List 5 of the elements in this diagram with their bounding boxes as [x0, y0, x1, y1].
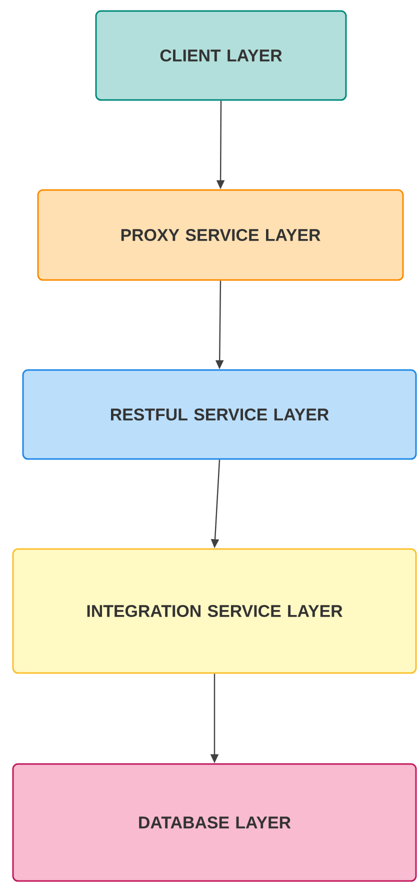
layer-box: INTEGRATION SERVICE LAYER [12, 548, 417, 674]
layer-box: CLIENT LAYER [95, 10, 347, 101]
layer-box: PROXY SERVICE LAYER [37, 189, 404, 281]
layer-box: RESTFUL SERVICE LAYER [22, 369, 417, 460]
layer-box: DATABASE LAYER [12, 763, 417, 882]
